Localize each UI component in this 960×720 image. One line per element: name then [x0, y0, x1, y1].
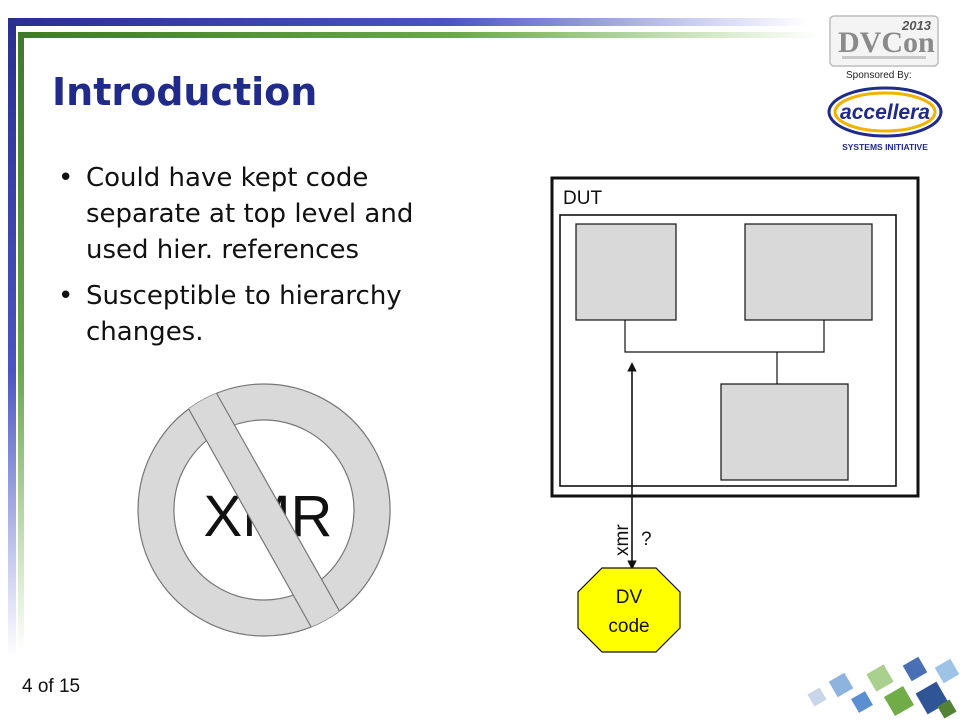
accellera-subtitle: SYSTEMS INITIATIVE: [842, 142, 928, 152]
slide-title: Introduction: [52, 70, 318, 114]
left-green-frame-line: [18, 32, 24, 652]
top-green-frame-line: [18, 32, 818, 38]
dv-code-line2: code: [608, 616, 649, 637]
dut-block-bottom: [720, 383, 849, 481]
bullet-list: Could have kept code separate at top lev…: [58, 160, 458, 360]
left-blue-frame-line: [8, 18, 16, 658]
top-blue-frame-line: [8, 18, 808, 26]
dvcon-logo: DVCon 2013: [829, 15, 939, 67]
interconnect-wire: [624, 320, 825, 353]
question-mark-label: ?: [641, 529, 652, 550]
decorative-squares: [807, 656, 960, 719]
bullet-item: Susceptible to hierarchy changes.: [58, 278, 458, 350]
bullet-item: Could have kept code separate at top lev…: [58, 160, 458, 268]
accellera-logo: accellera SYSTEMS INITIATIVE: [827, 86, 943, 152]
sponsored-by-label: Sponsored By:: [846, 70, 912, 81]
dut-block-top-right: [744, 223, 873, 321]
dut-label: DUT: [563, 188, 602, 209]
dvcon-year: 2013: [901, 18, 932, 33]
dut-block-top-left: [575, 223, 677, 321]
dv-code-line1: DV: [616, 587, 643, 608]
dv-code-octagon: [577, 567, 681, 653]
accellera-logo-text: accellera: [840, 101, 930, 124]
page-number: 4 of 15: [22, 676, 81, 697]
dvcon-logo-text: DVCon: [838, 26, 935, 59]
no-xmr-sign: XMR: [137, 383, 391, 637]
xmr-arrow-label: xmr: [612, 524, 633, 556]
